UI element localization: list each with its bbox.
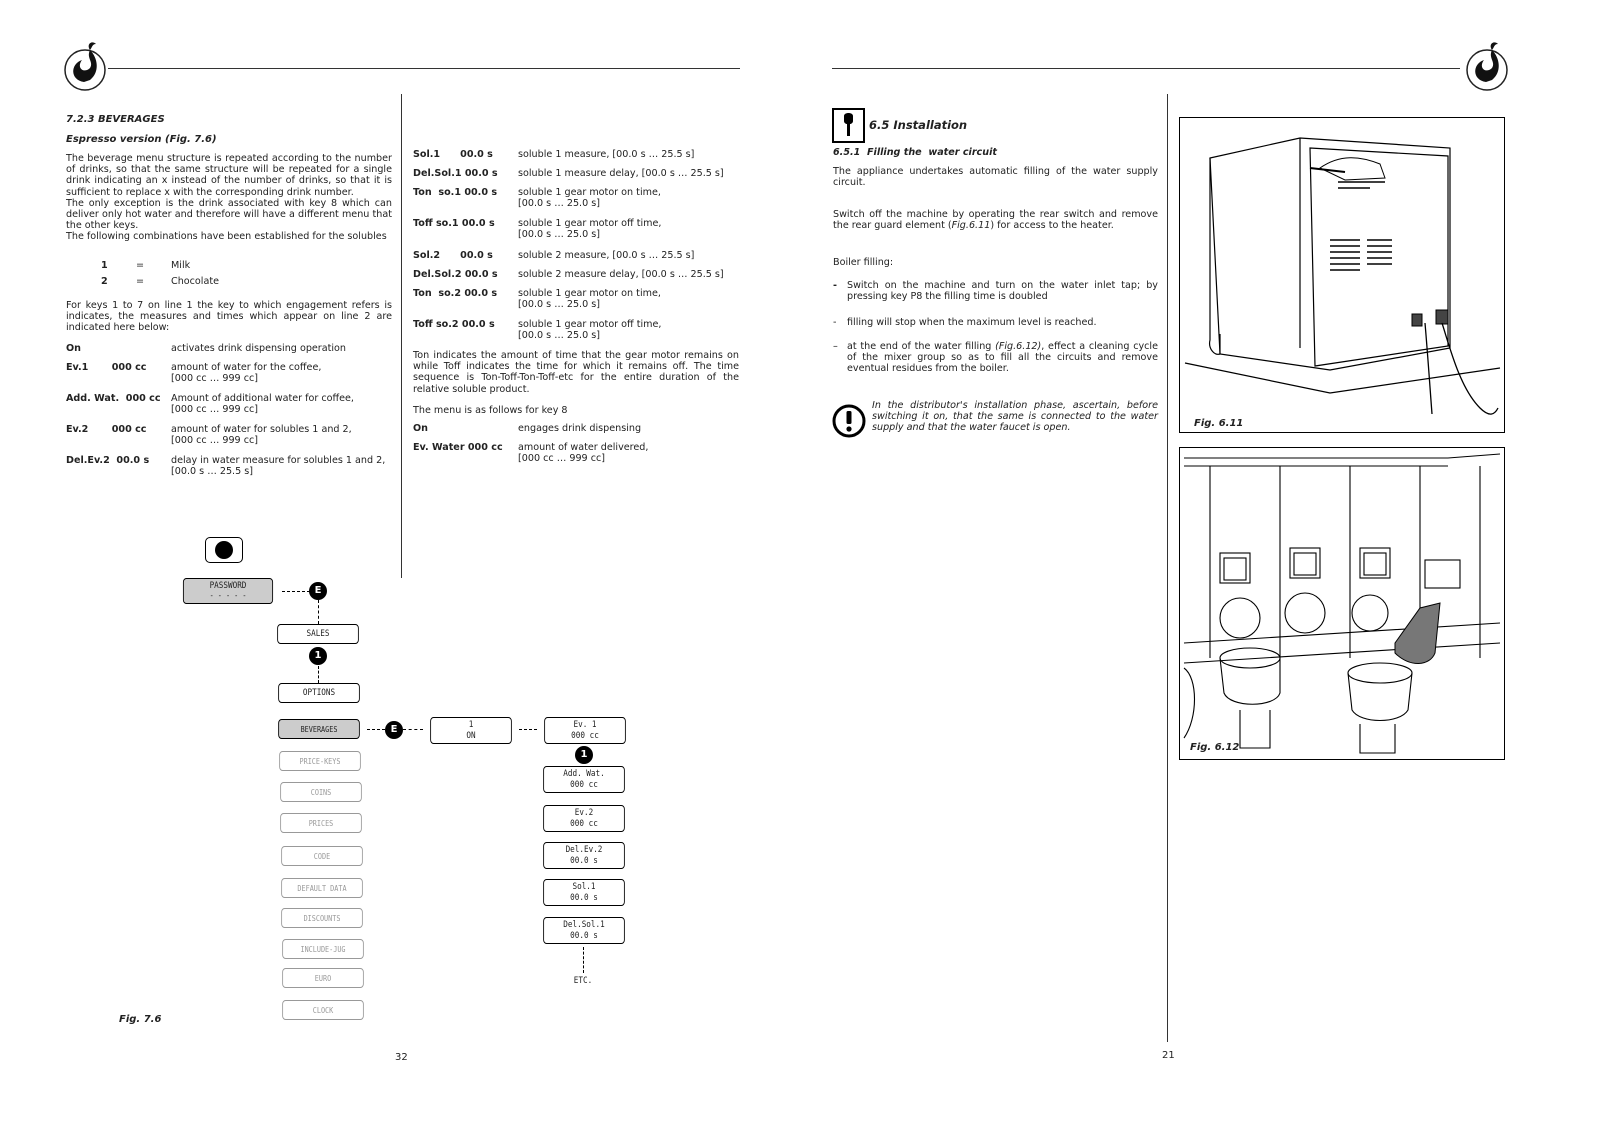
parameter-description: amount of water for solubles 1 and 2, [0…	[171, 424, 352, 447]
node-options: OPTIONS	[278, 683, 360, 703]
node-discounts: DISCOUNTS	[281, 908, 363, 928]
keys-paragraph: For keys 1 to 7 on line 1 the key to whi…	[66, 300, 392, 334]
node-add-wat: Add. Wat.000 cc	[543, 766, 625, 793]
connector	[367, 729, 385, 730]
parameter-description: soluble 1 gear motor on time, [00.0 s … …	[518, 187, 661, 210]
bullet-mark: -	[833, 317, 837, 328]
bianchi-logo	[1466, 42, 1508, 91]
parameter-description: soluble 2 measure delay, [00.0 s … 25.5 …	[518, 269, 724, 280]
parameter-description: soluble 2 measure, [00.0 s … 25.5 s]	[518, 250, 695, 261]
parameter-description: amount of water delivered, [000 cc … 999…	[518, 442, 649, 465]
node-default-data: DEFAULT DATA	[281, 878, 363, 898]
intro-paragraph: The beverage menu structure is repeated …	[66, 153, 392, 243]
subsection-title: 6.5.1 Filling the water circuit	[833, 147, 997, 158]
parameter-key: Sol.2 00.0 s	[413, 250, 493, 261]
parameter-key: On	[66, 343, 81, 354]
parameter-key: Ev. Water 000 cc	[413, 442, 503, 453]
bullet-text: Switch on the machine and turn on the wa…	[847, 280, 1158, 303]
parameter-description: delay in water measure for solubles 1 an…	[171, 455, 386, 478]
parameter-key: Add. Wat. 000 cc	[66, 393, 161, 404]
node-sales: SALES	[277, 624, 359, 644]
parameter-key: Toff so.1 00.0 s	[413, 218, 495, 229]
e-key-icon: E	[385, 721, 403, 739]
key8-paragraph: The menu is as follows for key 8	[413, 405, 568, 416]
parameter-key: Toff so.2 00.0 s	[413, 319, 495, 330]
node-beverages: BEVERAGES	[278, 719, 360, 739]
page-number: 32	[395, 1052, 408, 1063]
warning-icon	[832, 404, 866, 438]
parameter-key: Del.Sol.2 00.0 s	[413, 269, 498, 280]
parameter-key: Del.Sol.1 00.0 s	[413, 168, 498, 179]
figure-6-12: Fig. 6.12	[1179, 447, 1505, 760]
section-subtitle: Espresso version (Fig. 7.6)	[66, 134, 217, 145]
bullet-mark: -	[833, 280, 837, 291]
parameter-key: Ton so.1 00.0 s	[413, 187, 498, 198]
warning-text: In the distributor's installation phase,…	[872, 400, 1158, 434]
section-title: 7.2.3 BEVERAGES	[66, 114, 165, 125]
bianchi-logo	[64, 42, 106, 91]
node-prices: PRICES	[280, 813, 362, 833]
connector	[583, 947, 584, 973]
figure-label: Fig. 7.6	[119, 1014, 162, 1025]
parameter-description: engages drink dispensing	[518, 423, 642, 434]
figure-label: Fig. 6.12	[1190, 742, 1240, 753]
page-number: 21	[1162, 1050, 1175, 1061]
bullet-text: at the end of the water filling (Fig.6.1…	[847, 341, 1158, 375]
connector	[519, 729, 537, 730]
button-dot-icon	[215, 541, 233, 559]
connector	[318, 600, 319, 624]
node-include-jug: INCLUDE-JUG	[282, 939, 364, 959]
node-coins: COINS	[280, 782, 362, 802]
parameter-key: Ton so.2 00.0 s	[413, 288, 498, 299]
parameter-description: soluble 1 measure, [00.0 s … 25.5 s]	[518, 149, 695, 160]
parameter-description: soluble 1 gear motor off time, [00.0 s ……	[518, 319, 662, 342]
one-key-icon: 1	[575, 746, 593, 764]
column-rule	[401, 94, 402, 578]
ton-paragraph: Ton indicates the amount of time that th…	[413, 350, 739, 395]
bullet-mark: –	[833, 341, 838, 352]
machine-rear-illustration	[1184, 137, 1501, 415]
connector	[282, 591, 310, 592]
connector	[403, 729, 423, 730]
parameter-key: Del.Ev.2 00.0 s	[66, 455, 150, 466]
node-price-keys: PRICE-KEYS	[279, 751, 361, 771]
node-euro: EURO	[282, 968, 364, 988]
parameter-key: On	[413, 423, 428, 434]
connector	[318, 666, 319, 683]
e-key-icon: E	[309, 582, 327, 600]
figure-label: Fig. 6.11	[1194, 418, 1244, 429]
paragraph: Boiler filling:	[833, 257, 894, 268]
figure-6-11: Fig. 6.11	[1179, 117, 1505, 433]
paragraph: The appliance undertakes automatic filli…	[833, 166, 1158, 189]
bullet-text: filling will stop when the maximum level…	[847, 317, 1097, 328]
paragraph: Switch off the machine by operating the …	[833, 209, 1158, 232]
node-clock: CLOCK	[282, 1000, 364, 1020]
section-title: 6.5 Installation	[869, 118, 968, 132]
header-rule	[108, 68, 740, 69]
parameter-key: Ev.2 000 cc	[66, 424, 147, 435]
parameter-key: Ev.1 000 cc	[66, 362, 147, 373]
wrench-icon	[832, 108, 865, 143]
one-key-icon: 1	[309, 647, 327, 665]
node-password: PASSWORD- - - - -	[182, 578, 274, 604]
parameter-description: activates drink dispensing operation	[171, 343, 347, 354]
mixer-group-illustration	[1183, 453, 1501, 754]
button-key	[205, 537, 243, 563]
parameter-key: Sol.1 00.0 s	[413, 149, 493, 160]
parameter-description: soluble 1 gear motor on time, [00.0 s … …	[518, 288, 661, 311]
parameter-description: soluble 1 gear motor off time, [00.0 s ……	[518, 218, 662, 241]
parameter-description: soluble 1 measure delay, [00.0 s … 25.5 …	[518, 168, 724, 179]
column-rule	[1167, 94, 1168, 1042]
parameter-description: Amount of additional water for coffee, […	[171, 393, 354, 416]
node-code: CODE	[281, 846, 363, 866]
header-rule	[832, 68, 1460, 69]
parameter-description: amount of water for the coffee, [000 cc …	[171, 362, 322, 385]
etc-label: ETC.	[573, 976, 593, 986]
